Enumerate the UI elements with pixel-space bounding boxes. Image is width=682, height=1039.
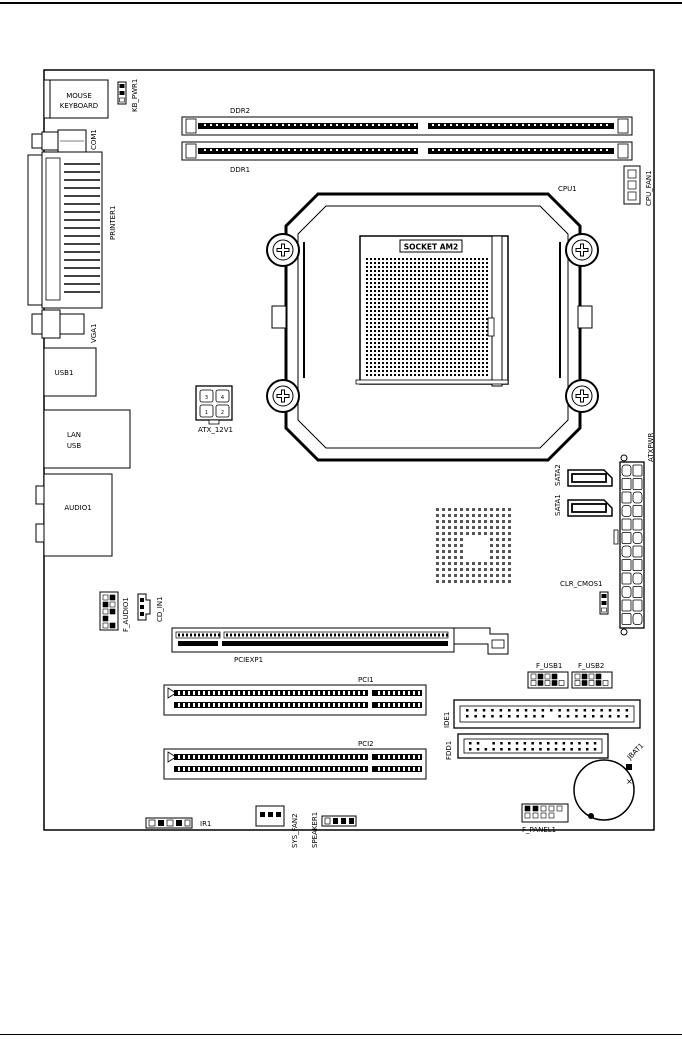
atx-power-connector: ATXPWR — [613, 433, 655, 636]
front-panel-header: F_PANEL1 — [521, 803, 569, 834]
cpu-socket-am2: SOCKET AM2 — [355, 235, 509, 387]
cmos-battery: × JBAT1 — [573, 742, 645, 821]
com-port: COM1 — [31, 129, 98, 153]
fdd-connector: FDD1 — [445, 733, 609, 760]
battery-plus-symbol: × — [626, 777, 633, 786]
ddr1-label: DDR1 — [230, 166, 250, 174]
atx12v-pin-2: 2 — [221, 410, 224, 416]
ddr1-slot: DDR1 — [181, 141, 633, 174]
com-label: COM1 — [90, 129, 98, 150]
front-usb2-header: F_USB2 — [571, 662, 613, 689]
atx12v-pin-1: 1 — [205, 410, 208, 416]
speaker-label: SPEAKER1 — [311, 812, 319, 848]
speaker-header: SPEAKER1 — [311, 812, 357, 848]
lan-label-2: USB — [67, 442, 82, 450]
sata1-label: SATA1 — [554, 494, 562, 516]
usb-port: USB1 — [43, 347, 97, 397]
pciexp-label: PCIEXP1 — [234, 656, 263, 664]
ide-label: IDE1 — [443, 712, 451, 728]
socket-label: SOCKET AM2 — [404, 243, 458, 252]
header-rule — [0, 2, 682, 4]
sata2-label: SATA2 — [554, 464, 562, 486]
pci2-slot: PCI2 — [163, 740, 427, 780]
footer-rule — [0, 1034, 682, 1035]
lan-usb-port: LAN USB — [43, 409, 131, 469]
cd-in-label: CD_IN1 — [156, 596, 164, 622]
printer-label: PRINTER1 — [109, 206, 117, 240]
atx12v-pin-4: 4 — [221, 395, 224, 401]
f-usb1-label: F_USB1 — [536, 662, 562, 670]
f-audio-label: F_AUDIO1 — [122, 597, 130, 632]
sata2-connector: SATA2 — [554, 464, 613, 487]
kb-pwr-label: KB_PWR1 — [131, 79, 139, 112]
ps2-port: MOUSE KEYBOARD — [43, 79, 109, 119]
vga-label: VGA1 — [90, 324, 98, 343]
atx-12v-connector: 3 4 1 2 ATX_12V1 — [195, 385, 233, 434]
sys-fan-label: SYS_FAN2 — [291, 813, 299, 848]
cd-in-header: CD_IN1 — [137, 593, 164, 622]
fdd-label: FDD1 — [445, 741, 453, 760]
atxpwr-label: ATXPWR — [647, 433, 655, 462]
cpu-fan-header: CPU_FAN1 — [623, 165, 653, 206]
clr-cmos-jumper: CLR_CMOS1 — [560, 580, 609, 615]
chipset — [436, 508, 511, 583]
vga-port: VGA1 — [31, 309, 98, 343]
ddr2-label: DDR2 — [230, 107, 250, 115]
mouse-keyboard-label-2: KEYBOARD — [60, 102, 98, 110]
mouse-keyboard-label-1: MOUSE — [66, 92, 92, 100]
usb1-label: USB1 — [55, 369, 74, 377]
cpu-retention-frame — [266, 192, 599, 462]
front-usb1-header: F_USB1 — [527, 662, 569, 689]
sys-fan-header: SYS_FAN2 — [255, 805, 299, 848]
jbat-label: JBAT1 — [625, 742, 645, 762]
front-audio-header: F_AUDIO1 — [99, 591, 130, 632]
atx12v-label: ATX_12V1 — [198, 426, 233, 434]
ir-label: IR1 — [200, 820, 211, 828]
cpu-fan-label: CPU_FAN1 — [645, 170, 653, 206]
f-usb2-label: F_USB2 — [578, 662, 604, 670]
ddr2-slot: DDR2 — [181, 107, 633, 136]
audio-port: AUDIO1 — [35, 473, 113, 557]
cpu-label: CPU1 — [558, 185, 577, 193]
atx12v-pin-3: 3 — [205, 395, 208, 401]
ide-connector: IDE1 — [443, 699, 641, 729]
lan-label-1: LAN — [67, 431, 81, 439]
pci2-label: PCI2 — [358, 740, 374, 748]
f-panel-label: F_PANEL1 — [522, 826, 556, 834]
pci1-label: PCI1 — [358, 676, 374, 684]
sata1-connector: SATA1 — [554, 494, 613, 517]
kb-pwr-jumper: KB_PWR1 — [117, 79, 139, 112]
pci1-slot: PCI1 — [163, 676, 427, 716]
printer-port: PRINTER1 — [27, 151, 117, 309]
clr-cmos-label: CLR_CMOS1 — [560, 580, 603, 588]
pciex16-slot: PCIEXP1 — [171, 627, 509, 664]
audio-label: AUDIO1 — [64, 504, 91, 512]
ir-header: IR1 — [145, 817, 211, 829]
